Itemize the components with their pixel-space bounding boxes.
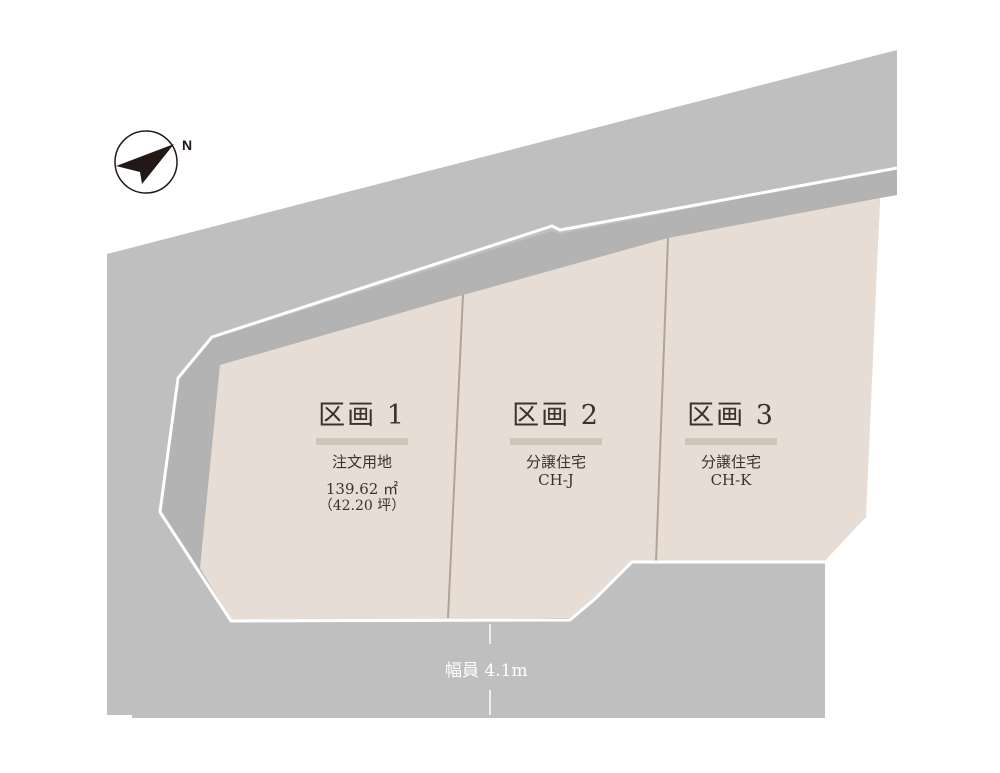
lot-3-code: CH-K (710, 471, 752, 489)
lot-3-title-underline (685, 438, 777, 445)
lot-2-label: 区画 2 分譲住宅 CH-J (500, 400, 612, 489)
road-width-label: 幅員 4.1m (445, 661, 528, 681)
lot-2-subtitle: 分譲住宅 (525, 453, 586, 471)
outside-area-bottom-right (825, 718, 1000, 773)
lot-divider-2-3 (655, 237, 669, 563)
property-boundary-line (158, 166, 898, 623)
lot-3-subtitle: 分譲住宅 (700, 453, 761, 471)
lot-area-fill (200, 198, 880, 621)
lot-2-title: 区画 2 (512, 400, 600, 431)
lot-1-area-tsubo: （42.20 坪） (318, 498, 406, 514)
lot-divider-1-2 (447, 294, 464, 619)
svg-text:N: N (182, 137, 192, 153)
north-arrow-icon: N (114, 130, 192, 194)
lot-3-title: 区画 3 (687, 400, 775, 431)
map-notch (107, 715, 132, 725)
lot-1-area-sqm: 139.62 ㎡ (325, 480, 399, 498)
lot-3-label: 区画 3 分譲住宅 CH-K (675, 400, 787, 489)
lot-1-subtitle: 注文用地 (331, 453, 392, 471)
lot-2-code: CH-J (538, 471, 574, 489)
lot-1-title-underline (316, 438, 408, 445)
outside-area-right (825, 195, 897, 773)
lot-1-label: 区画 1 注文用地 139.62 ㎡ （42.20 坪） (306, 400, 418, 515)
lot-2-title-underline (510, 438, 602, 445)
compass: N (110, 126, 206, 196)
lot-1-title: 区画 1 (318, 400, 406, 431)
